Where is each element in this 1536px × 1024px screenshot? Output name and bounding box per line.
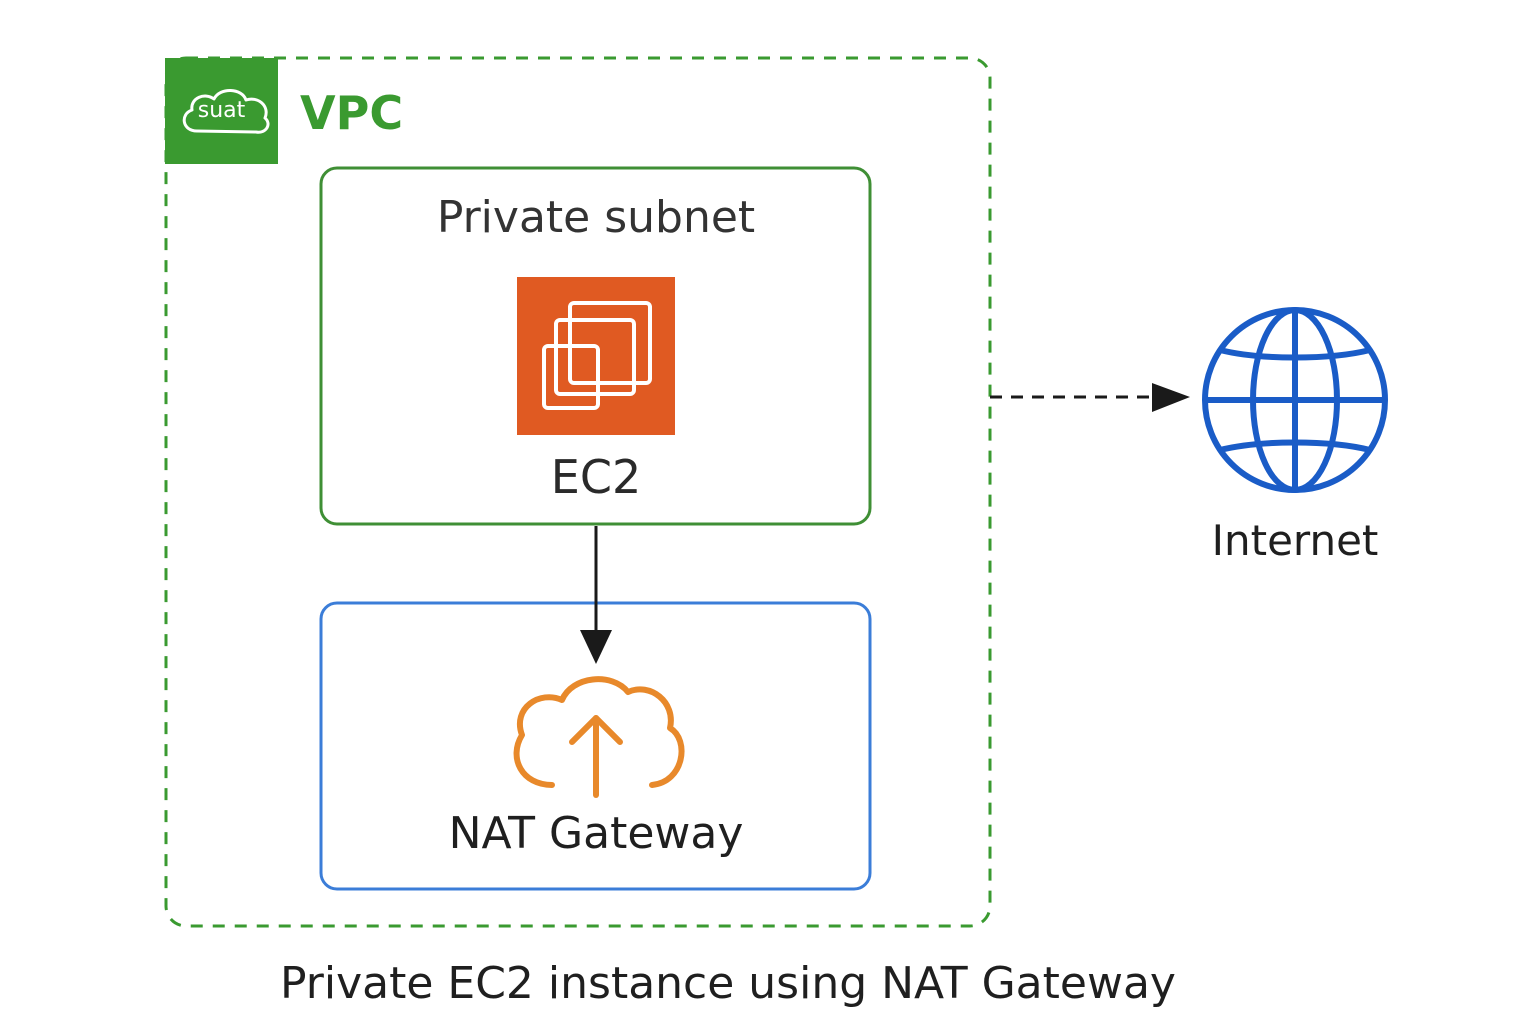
vpc-badge-bg: [165, 58, 278, 164]
ec2-instance-icon: [517, 277, 675, 435]
vpc-badge: suat: [165, 58, 278, 164]
private-subnet-title: Private subnet: [436, 192, 756, 243]
private-subnet-box: [319, 166, 872, 526]
vpc-title: VPC: [300, 86, 404, 140]
globe-icon: [1202, 307, 1388, 493]
vpc-cloud-icon: [182, 89, 270, 134]
cloud-upload-icon: [513, 676, 685, 798]
internet-label: Internet: [1211, 516, 1379, 565]
ec2-label: EC2: [550, 450, 642, 504]
ec2-to-nat-arrow: [580, 526, 612, 664]
vpc-badge-text: suat: [197, 98, 246, 123]
vpc-to-internet-arrow: [990, 383, 1190, 412]
diagram-caption: Private EC2 instance using NAT Gateway: [280, 958, 1176, 1009]
nat-gateway-label: NAT Gateway: [448, 808, 744, 859]
